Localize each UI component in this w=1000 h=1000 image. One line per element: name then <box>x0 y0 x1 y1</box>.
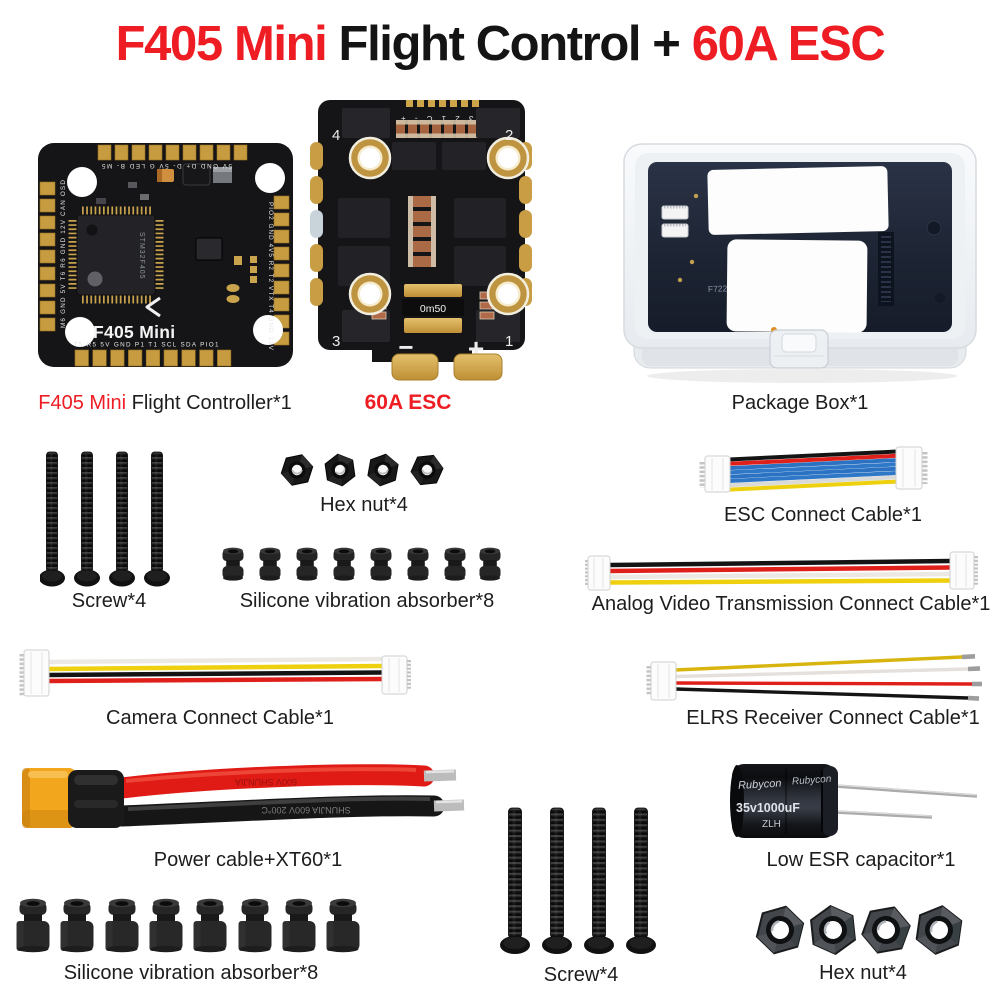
absorbers-top-label: Silicone vibration absorber*8 <box>239 590 495 612</box>
esc-board-image: 4 3 2 1 C - + <box>310 100 532 381</box>
power-cable-label: Power cable+XT60*1 <box>153 849 343 871</box>
wire-tip <box>423 769 457 782</box>
screw-item <box>499 807 657 955</box>
screws-bottom-label: Screw*4 <box>543 964 619 986</box>
esc-board: 4 3 2 1 C - + <box>310 100 532 381</box>
cable-connector-right <box>949 551 975 590</box>
fc-edge-pads <box>39 144 290 367</box>
hex-nut-item <box>754 902 965 958</box>
esc-corner-2: 2 <box>505 127 513 144</box>
flight-controller-label: F405 Mini Flight Controller*1 <box>38 392 292 414</box>
package-box-label: Package Box*1 <box>731 392 869 414</box>
absorbers-top-image <box>222 547 501 581</box>
fc-mounting-holes <box>65 163 285 347</box>
fc-chip-marking: STM32F405 <box>138 232 145 280</box>
fc-pads-right-labels: PIO2 GND 4V5 R2 T2 VTX T4 GND 12V <box>267 202 274 351</box>
absorber-item <box>16 898 360 953</box>
black-wire-marking: SHUNJIA 600V 200°C <box>261 805 351 815</box>
esc-corner-1: 1 <box>505 333 513 350</box>
fc-mcu-chip: STM32F405 <box>68 206 164 304</box>
cable-connector-right <box>381 655 408 695</box>
esc-cable-image <box>699 446 928 493</box>
hex-nut-item <box>280 452 448 488</box>
xt60-connector <box>22 768 76 828</box>
title-part-red2: 60A ESC <box>691 17 886 71</box>
hex-nuts-bottom-image <box>754 902 965 958</box>
absorber-item <box>222 547 501 581</box>
esc-shunt-marking: 0m50 <box>420 303 446 315</box>
screws-top-label: Screw*4 <box>71 590 147 612</box>
video-cable-image <box>585 551 978 591</box>
esc-mounting-holes <box>348 136 530 316</box>
capacitor-value: 35v1000uF <box>736 801 800 815</box>
hex-nuts-top-image <box>280 452 448 488</box>
fc-direction-arrow-icon <box>145 296 161 318</box>
esc-mosfets <box>338 108 520 342</box>
elrs-cable <box>646 654 982 701</box>
cable-connector-left <box>704 455 731 493</box>
elrs-cable-label: ELRS Receiver Connect Cable*1 <box>686 707 980 729</box>
esc-battery-tabs <box>391 353 503 381</box>
fc-pads-top-labels: 5V GND D+ D- 5V G LED B- M5 <box>102 162 232 169</box>
capacitor-label: Low ESR capacitor*1 <box>766 849 956 871</box>
esc-header-pin-labels: 4 3 2 1 C - + <box>401 114 487 123</box>
package-box: F722 <box>623 143 977 383</box>
box-sticker-top <box>707 166 889 235</box>
capacitor-series: ZLH <box>762 819 781 830</box>
capacitor-brand-wrap: Rubycon <box>792 774 833 788</box>
capacitor-lead <box>835 784 978 798</box>
page-title: F405 Mini Flight Control + 60A ESC <box>0 16 1000 72</box>
esc-corner-3: 3 <box>332 333 340 350</box>
hex-nuts-top-label: Hex nut*4 <box>320 494 408 516</box>
power-wire-red <box>111 764 435 799</box>
flight-controller-image: STM32F405 F405 Mini T5 R5 5V GND P1 T1 S… <box>38 143 293 367</box>
fc-silkscreen-name: F405 Mini <box>93 322 175 342</box>
cable-connector-left <box>587 555 611 591</box>
hex-nuts-bottom-label: Hex nut*4 <box>819 962 907 984</box>
video-cable <box>585 551 978 591</box>
screws-bottom-image <box>499 807 657 955</box>
fc-pads-bottom-labels: T5 R5 5V GND P1 T1 SCL SDA PIO1 <box>74 342 219 349</box>
esc-cable <box>699 446 928 493</box>
power-cable-image: 600V SHUNJIA SHUNJIA 600V 200°C <box>22 764 465 828</box>
red-wire-marking: 600V SHUNJIA <box>235 777 297 787</box>
screws-top-image <box>40 451 171 587</box>
capacitor-image: Rubycon Rubycon 35v1000uF ZLH <box>730 764 978 838</box>
camera-cable-image <box>19 649 411 697</box>
camera-cable <box>19 649 411 697</box>
title-part-red1: F405 Mini <box>115 17 328 71</box>
package-box-image: F722 <box>623 143 977 383</box>
heat-shrink <box>68 770 124 828</box>
power-wire-black <box>111 795 445 827</box>
elrs-cable-image <box>646 654 982 701</box>
esc-signal-header: 4 3 2 1 C - + <box>401 100 487 123</box>
esc-corner-4: 4 <box>332 127 340 144</box>
box-pcb-marking: F722 <box>708 283 728 294</box>
esc-side-pads <box>310 142 532 306</box>
cable-connector-right <box>895 446 923 490</box>
capacitor-brand: Rubycon <box>738 778 782 792</box>
screw-item <box>40 451 171 587</box>
box-sticker-bottom <box>726 239 868 333</box>
absorbers-bottom-image <box>16 898 360 953</box>
fc-board: STM32F405 F405 Mini T5 R5 5V GND P1 T1 S… <box>38 143 293 367</box>
capacitor-lead <box>835 810 933 819</box>
wire-tip <box>433 799 465 812</box>
absorbers-bottom-label: Silicone vibration absorber*8 <box>63 962 319 984</box>
video-cable-label: Analog Video Transmission Connect Cable*… <box>591 593 991 615</box>
fc-pads-left-labels: M6 GND 5V T6 R6 GND 12V CAN OSD <box>60 180 67 328</box>
title-part-black: Flight Control + <box>326 17 692 71</box>
fc-components <box>96 163 257 318</box>
power-cable: 600V SHUNJIA SHUNJIA 600V 200°C <box>22 764 465 828</box>
cable-connector-left <box>23 649 50 697</box>
cable-connector-left <box>650 661 677 701</box>
capacitor: Rubycon Rubycon 35v1000uF ZLH <box>730 764 978 838</box>
esc-label: 60A ESC <box>364 391 452 414</box>
box-clasp <box>769 327 829 369</box>
esc-shunt: 0m50 <box>402 284 464 333</box>
esc-cable-label: ESC Connect Cable*1 <box>724 504 922 526</box>
camera-cable-label: Camera Connect Cable*1 <box>106 707 334 729</box>
